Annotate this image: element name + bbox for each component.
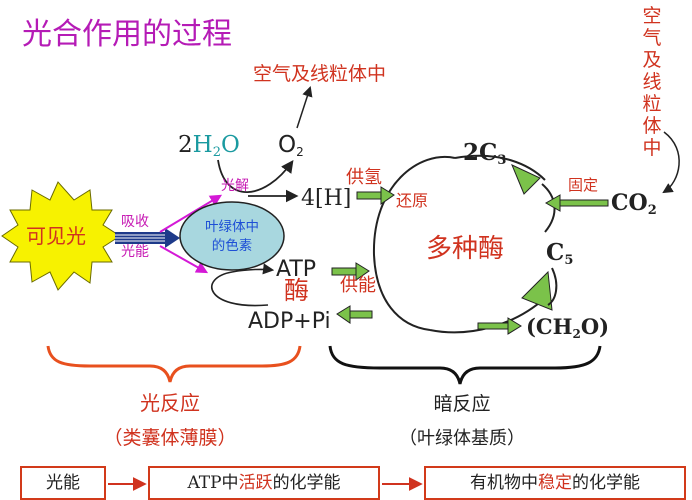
reduce-label: 还原 bbox=[396, 191, 428, 210]
air-mito-v-char: 空 bbox=[642, 5, 661, 27]
c5-label: C5 bbox=[546, 239, 573, 268]
ch2o-a: (CH bbox=[526, 314, 573, 339]
pigment-line2: 的色素 bbox=[212, 237, 253, 254]
co2-co: CO bbox=[611, 190, 648, 216]
page-title: 光合作用的过程 bbox=[22, 17, 232, 52]
c3-label: 2C3 bbox=[463, 139, 506, 168]
air-mito-v-char: 体 bbox=[642, 115, 661, 137]
energy-box-atp-pre: ATP中 bbox=[187, 473, 239, 493]
return-adp-arrow bbox=[336, 305, 373, 324]
supply-h-label: 供氢 bbox=[346, 167, 382, 188]
light-reaction-label: 光反应 bbox=[140, 391, 200, 415]
energy-box-organic-hl: 稳定 bbox=[538, 473, 572, 493]
air-mito-v-char: 粒 bbox=[642, 93, 661, 115]
green-arrowhead-top bbox=[511, 164, 541, 195]
h2o-coef: 2 bbox=[178, 132, 193, 158]
air-to-co2-arrow bbox=[662, 131, 680, 194]
photolysis-curve bbox=[217, 159, 294, 194]
photolysis-label: 光解 bbox=[221, 178, 249, 194]
c5-c: C bbox=[546, 239, 564, 266]
dark-reaction-brace bbox=[328, 345, 602, 385]
c5-to-c3-arc bbox=[541, 183, 556, 233]
fix-arrow bbox=[544, 194, 609, 212]
calvin-cycle-outer-arc bbox=[372, 155, 456, 331]
o2-sub: 2 bbox=[296, 145, 304, 159]
h2o-label: 2H2O bbox=[178, 132, 240, 160]
ch2o-label: (CH2O) bbox=[526, 314, 609, 341]
energy-box-light-text: 光能 bbox=[46, 473, 80, 493]
light-to-photolysis-arrow bbox=[159, 194, 223, 233]
air-mito-v-char: 及 bbox=[642, 49, 661, 71]
air-mito-v-char: 线 bbox=[642, 71, 661, 93]
absorb-arrow bbox=[115, 228, 180, 248]
energy-box-light: 光能 bbox=[20, 466, 106, 500]
o2-o: O bbox=[278, 132, 296, 158]
air-mito-label-vertical: 空 气 及 线 粒 体 中 bbox=[642, 5, 661, 159]
stroma-label: （叶绿体基质） bbox=[399, 428, 525, 449]
supply-energy-arrow bbox=[331, 262, 370, 281]
h-label: 4[H] bbox=[301, 186, 351, 211]
air-mito-v-char: 气 bbox=[642, 27, 661, 49]
o2-label: O2 bbox=[278, 132, 304, 159]
air-mito-label-horizontal: 空气及线粒体中 bbox=[253, 63, 386, 85]
multi-enzyme-label: 多种酶 bbox=[426, 234, 504, 264]
pigment-line1: 叶绿体中 bbox=[205, 219, 259, 235]
energy-box-atp: ATP中活跃的化学能 bbox=[148, 466, 380, 500]
absorb-label: 吸收 bbox=[121, 214, 149, 230]
c5-lower-arc bbox=[547, 267, 558, 306]
light-energy-label: 光能 bbox=[121, 244, 149, 260]
energy-box-organic-pre: 有机物中 bbox=[470, 473, 538, 493]
ch2o-sub: 2 bbox=[573, 327, 581, 341]
energy-box-organic-post: 的化学能 bbox=[572, 473, 640, 493]
c3-sub: 3 bbox=[497, 153, 506, 168]
thylakoid-label: （类囊体薄膜） bbox=[103, 427, 236, 449]
pigment-ellipse bbox=[179, 201, 285, 271]
ch2o-b: O) bbox=[581, 314, 609, 339]
energy-box-atp-hl: 活跃 bbox=[238, 473, 273, 493]
fix-label: 固定 bbox=[568, 176, 598, 194]
light-reaction-brace bbox=[46, 345, 302, 383]
h2o-o: O bbox=[221, 132, 240, 158]
energy-box-atp-post: 的化学能 bbox=[272, 473, 341, 493]
adp-pi-label: ADP+Pi bbox=[248, 309, 331, 334]
dark-reaction-label: 暗反应 bbox=[433, 393, 490, 415]
enzyme-small-label: 酶 bbox=[284, 276, 309, 305]
c3-coef: 2C bbox=[463, 139, 497, 166]
c5-sub: 5 bbox=[564, 253, 573, 268]
h2o-sub: 2 bbox=[213, 145, 221, 160]
visible-light-label: 可见光 bbox=[26, 224, 86, 248]
to-ch2o-arrow bbox=[477, 317, 522, 335]
calvin-cycle-upper-arc bbox=[454, 154, 546, 181]
light-to-atp-arrow bbox=[159, 245, 209, 274]
h2o-h: H bbox=[193, 132, 213, 158]
energy-box-organic: 有机物中稳定的化学能 bbox=[424, 466, 686, 500]
atp-synthesis-curve bbox=[211, 263, 275, 307]
green-arrowhead-bottom bbox=[521, 270, 553, 311]
air-mito-v-char: 中 bbox=[642, 137, 661, 159]
o2-to-air-arrow bbox=[296, 86, 313, 129]
supply-h-arrow bbox=[356, 186, 395, 205]
supply-energy-label: 供能 bbox=[340, 275, 376, 296]
co2-sub: 2 bbox=[648, 203, 657, 218]
atp-label: ATP bbox=[276, 257, 316, 282]
sun-shape bbox=[1, 181, 121, 291]
co2-label: CO2 bbox=[611, 190, 657, 218]
